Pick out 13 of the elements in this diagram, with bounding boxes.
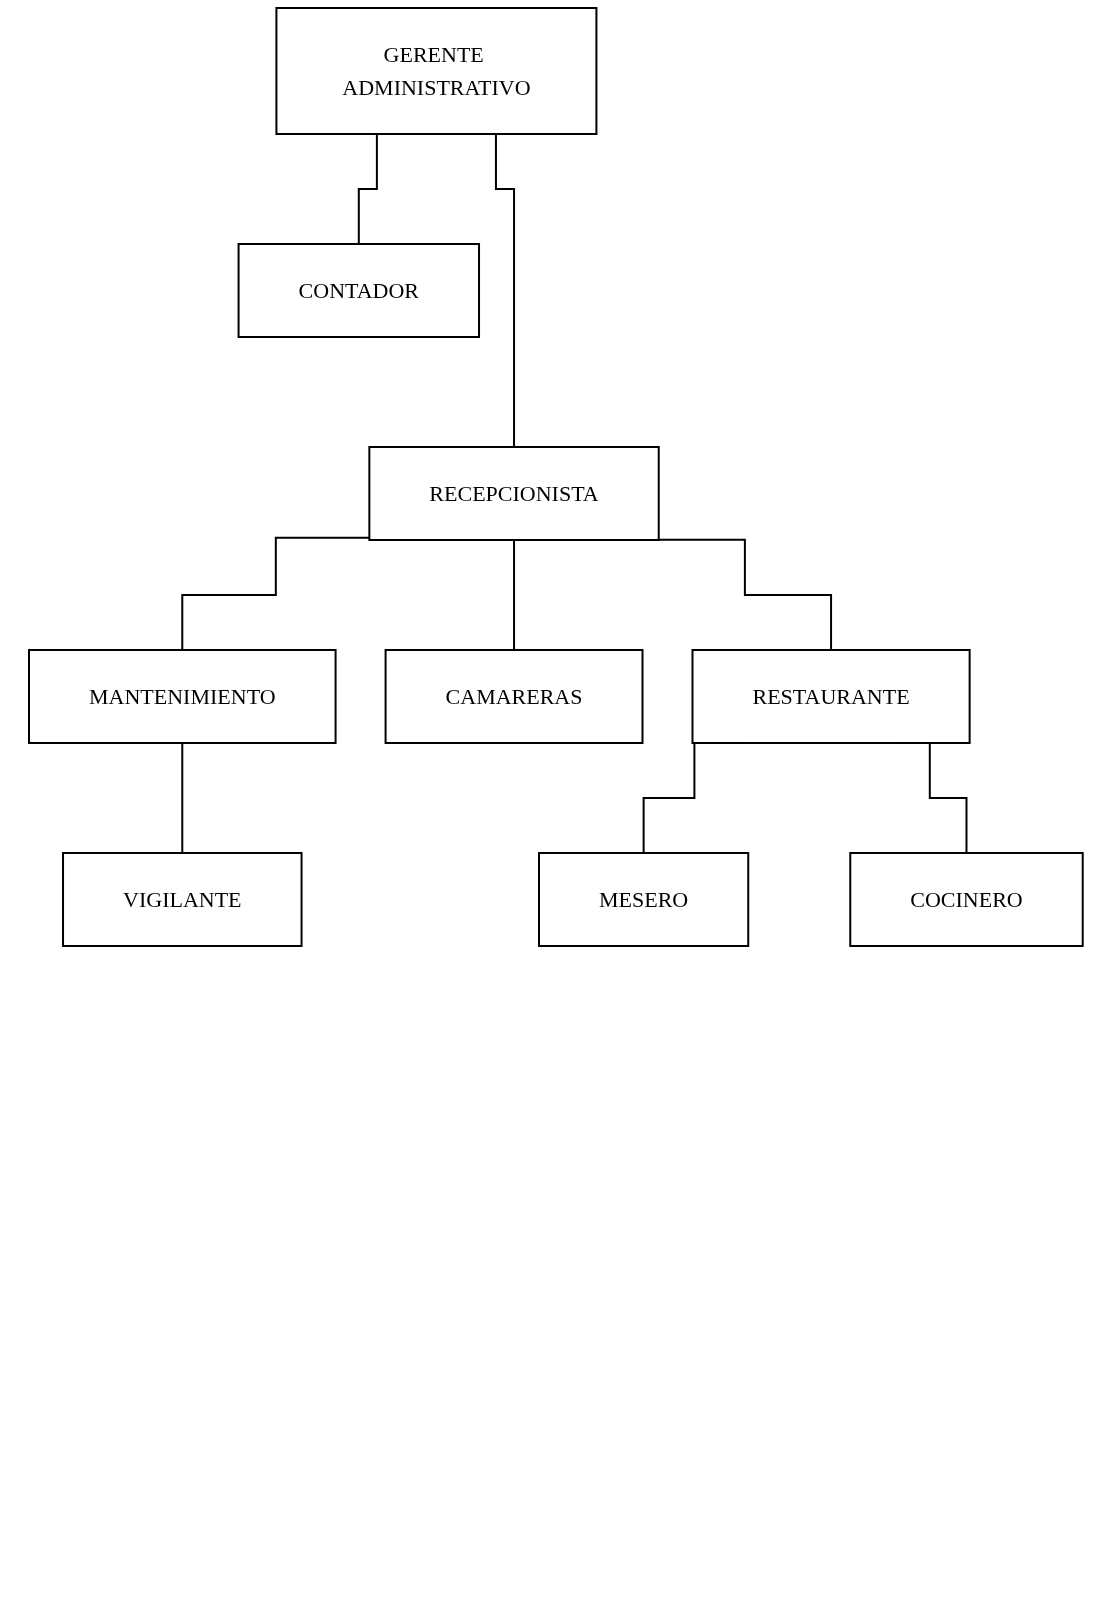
node-box: VIGILANTE: [61, 852, 303, 947]
node-box: MESERO: [537, 852, 749, 947]
node-box: CONTADOR: [237, 243, 480, 338]
node-box: MANTENIMIENTO: [27, 649, 337, 744]
connector: [657, 538, 832, 651]
node-box: CAMARERAS: [384, 649, 644, 744]
node-box: RESTAURANTE: [691, 649, 971, 744]
connector: [180, 742, 183, 854]
connector: [512, 539, 515, 651]
connector: [180, 536, 370, 651]
node-box: COCINERO: [848, 852, 1084, 947]
node-box: GERENTE ADMINISTRATIVO: [275, 7, 598, 135]
node-box: RECEPCIONISTA: [368, 446, 660, 541]
